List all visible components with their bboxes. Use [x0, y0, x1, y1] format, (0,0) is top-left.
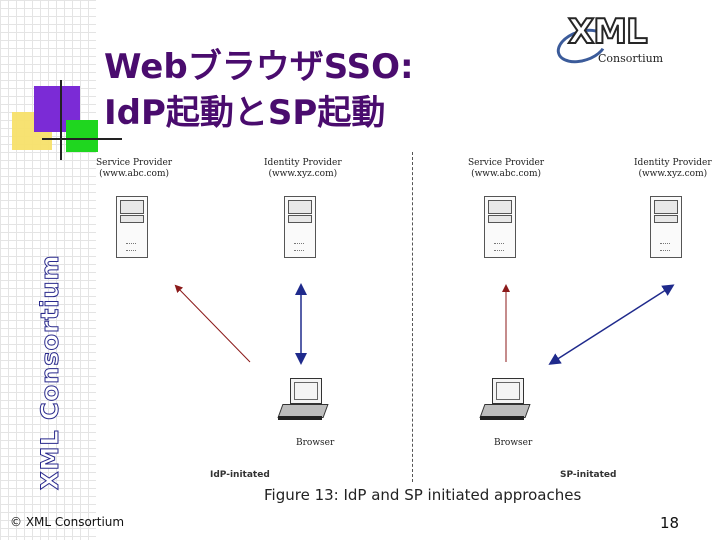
diagram-arrows: [174, 283, 675, 365]
slide-title-line2: IdP起動とSP起動: [104, 93, 386, 133]
right-browser-label: Browser: [494, 438, 533, 448]
right-idp-server-icon: [650, 196, 682, 258]
right-sp-domain: (www.abc.com): [471, 169, 542, 179]
left-arrow-browser-to-sp: [174, 284, 251, 363]
left-browser-label: Browser: [296, 438, 335, 448]
right-idp-label: Identity Provider (www.xyz.com): [634, 158, 712, 180]
left-sp-domain: (www.abc.com): [99, 169, 170, 179]
right-sp-label: Service Provider (www.abc.com): [468, 158, 544, 180]
right-mode-label: SP-initated: [560, 470, 617, 480]
xml-consortium-logo: XML Consortium: [552, 11, 676, 72]
copyright-text: © XML Consortium: [10, 515, 125, 529]
deco-vertical-line: [60, 80, 62, 160]
left-sp-label: Service Provider (www.abc.com): [96, 158, 172, 180]
left-idp-server-icon: [284, 196, 316, 258]
logo-subtext: Consortium: [598, 52, 664, 65]
right-sp-server-icon: [484, 196, 516, 258]
left-sp-name: Service Provider: [96, 158, 173, 168]
figure-caption: Figure 13: IdP and SP initiated approach…: [264, 486, 582, 504]
right-idp-domain: (www.xyz.com): [638, 169, 708, 179]
left-idp-label: Identity Provider (www.xyz.com): [264, 158, 342, 180]
left-sp-server-icon: [116, 196, 148, 258]
deco-horizontal-line: [42, 138, 122, 140]
sso-diagram: Service Provider (www.abc.com) Identity …: [90, 152, 712, 512]
right-arrow-browser-idp: [548, 284, 675, 365]
right-idp-name: Identity Provider: [634, 158, 712, 168]
left-browser-laptop-icon: [277, 378, 329, 422]
vertical-brand-text: XML Consortium: [36, 254, 65, 491]
slide-title: WebブラウザSSO: IdP起動とSP起動: [104, 44, 414, 136]
logo-text: XML: [567, 11, 649, 53]
right-sp-name: Service Provider: [468, 158, 545, 168]
left-mode-label: IdP-initated: [210, 470, 270, 480]
left-idp-name: Identity Provider: [264, 158, 342, 168]
right-browser-laptop-icon: [479, 378, 531, 422]
panel-divider: [412, 152, 413, 482]
left-idp-domain: (www.xyz.com): [268, 169, 338, 179]
page-number: 18: [660, 514, 680, 532]
slide-title-line1: WebブラウザSSO:: [104, 47, 414, 87]
deco-green-square: [66, 120, 98, 152]
